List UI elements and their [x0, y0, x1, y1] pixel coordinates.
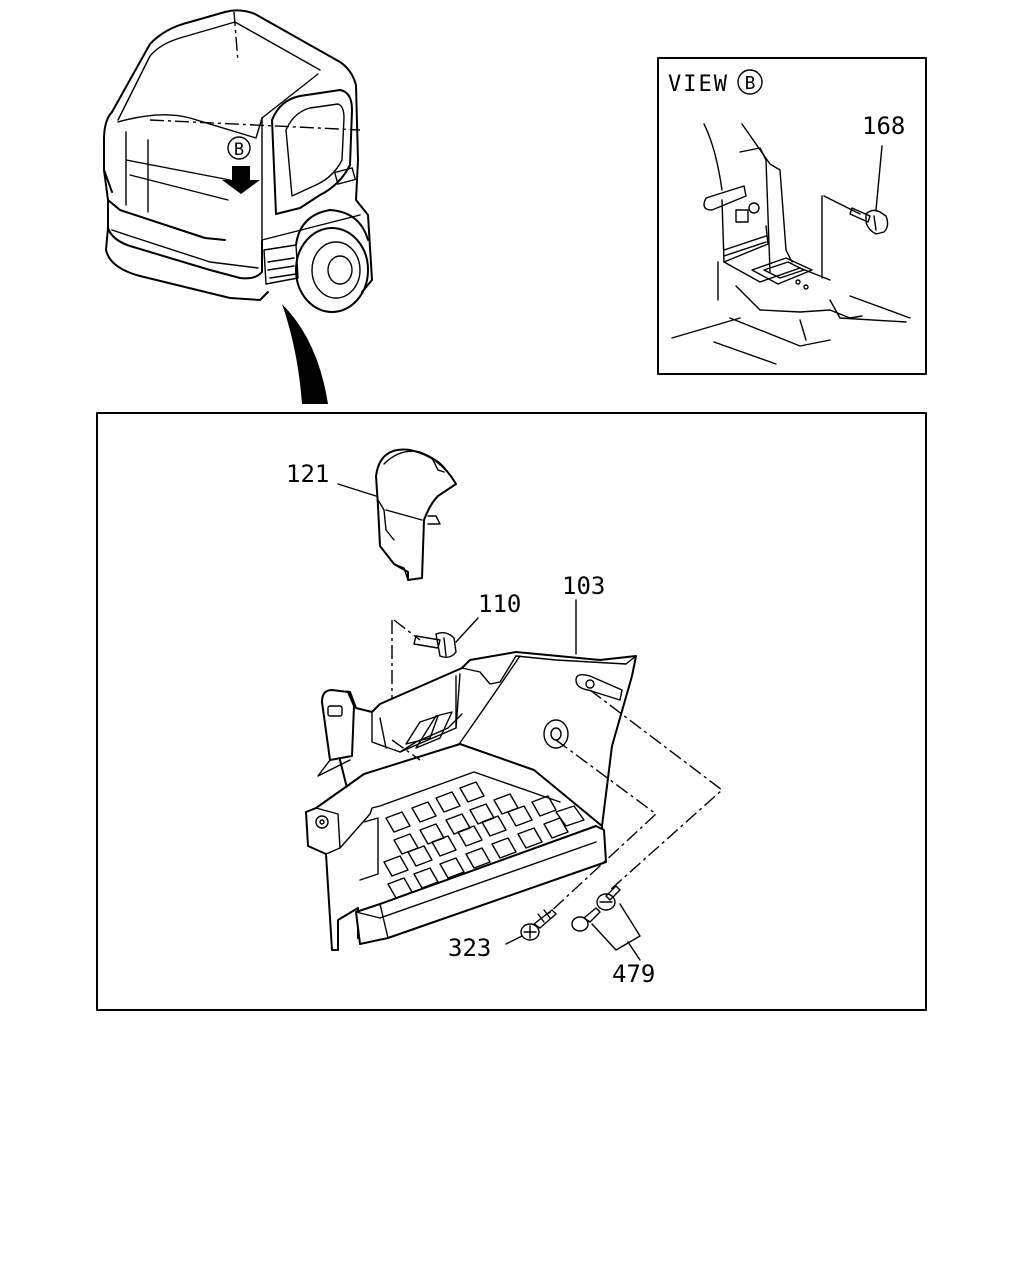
callout-110: 110	[478, 590, 521, 618]
view-direction-arrow-icon	[222, 166, 260, 194]
main-exploded-view-panel: 121 110 103	[96, 412, 927, 1011]
callout-103: 103	[562, 572, 605, 600]
part-323-screw	[520, 909, 557, 941]
part-121-cover	[375, 448, 457, 581]
callout-121: 121	[286, 460, 329, 488]
truck-overview-illustration: B	[103, 9, 373, 313]
part-479-screws	[571, 885, 621, 932]
bolt-168	[849, 207, 889, 235]
truck-view-marker-letter: B	[234, 140, 244, 160]
view-b-label-prefix: VIEW	[668, 72, 729, 97]
callout-323: 323	[448, 934, 491, 962]
part-103-step-bracket	[305, 651, 637, 951]
view-b-label-letter: B	[745, 73, 756, 94]
callout-168: 168	[862, 112, 905, 140]
view-b-detail-panel: VIEW B 168	[657, 57, 927, 375]
part-110-bolt	[413, 631, 457, 659]
callout-479: 479	[612, 960, 655, 988]
detail-pointer-arrow-icon	[282, 304, 328, 404]
